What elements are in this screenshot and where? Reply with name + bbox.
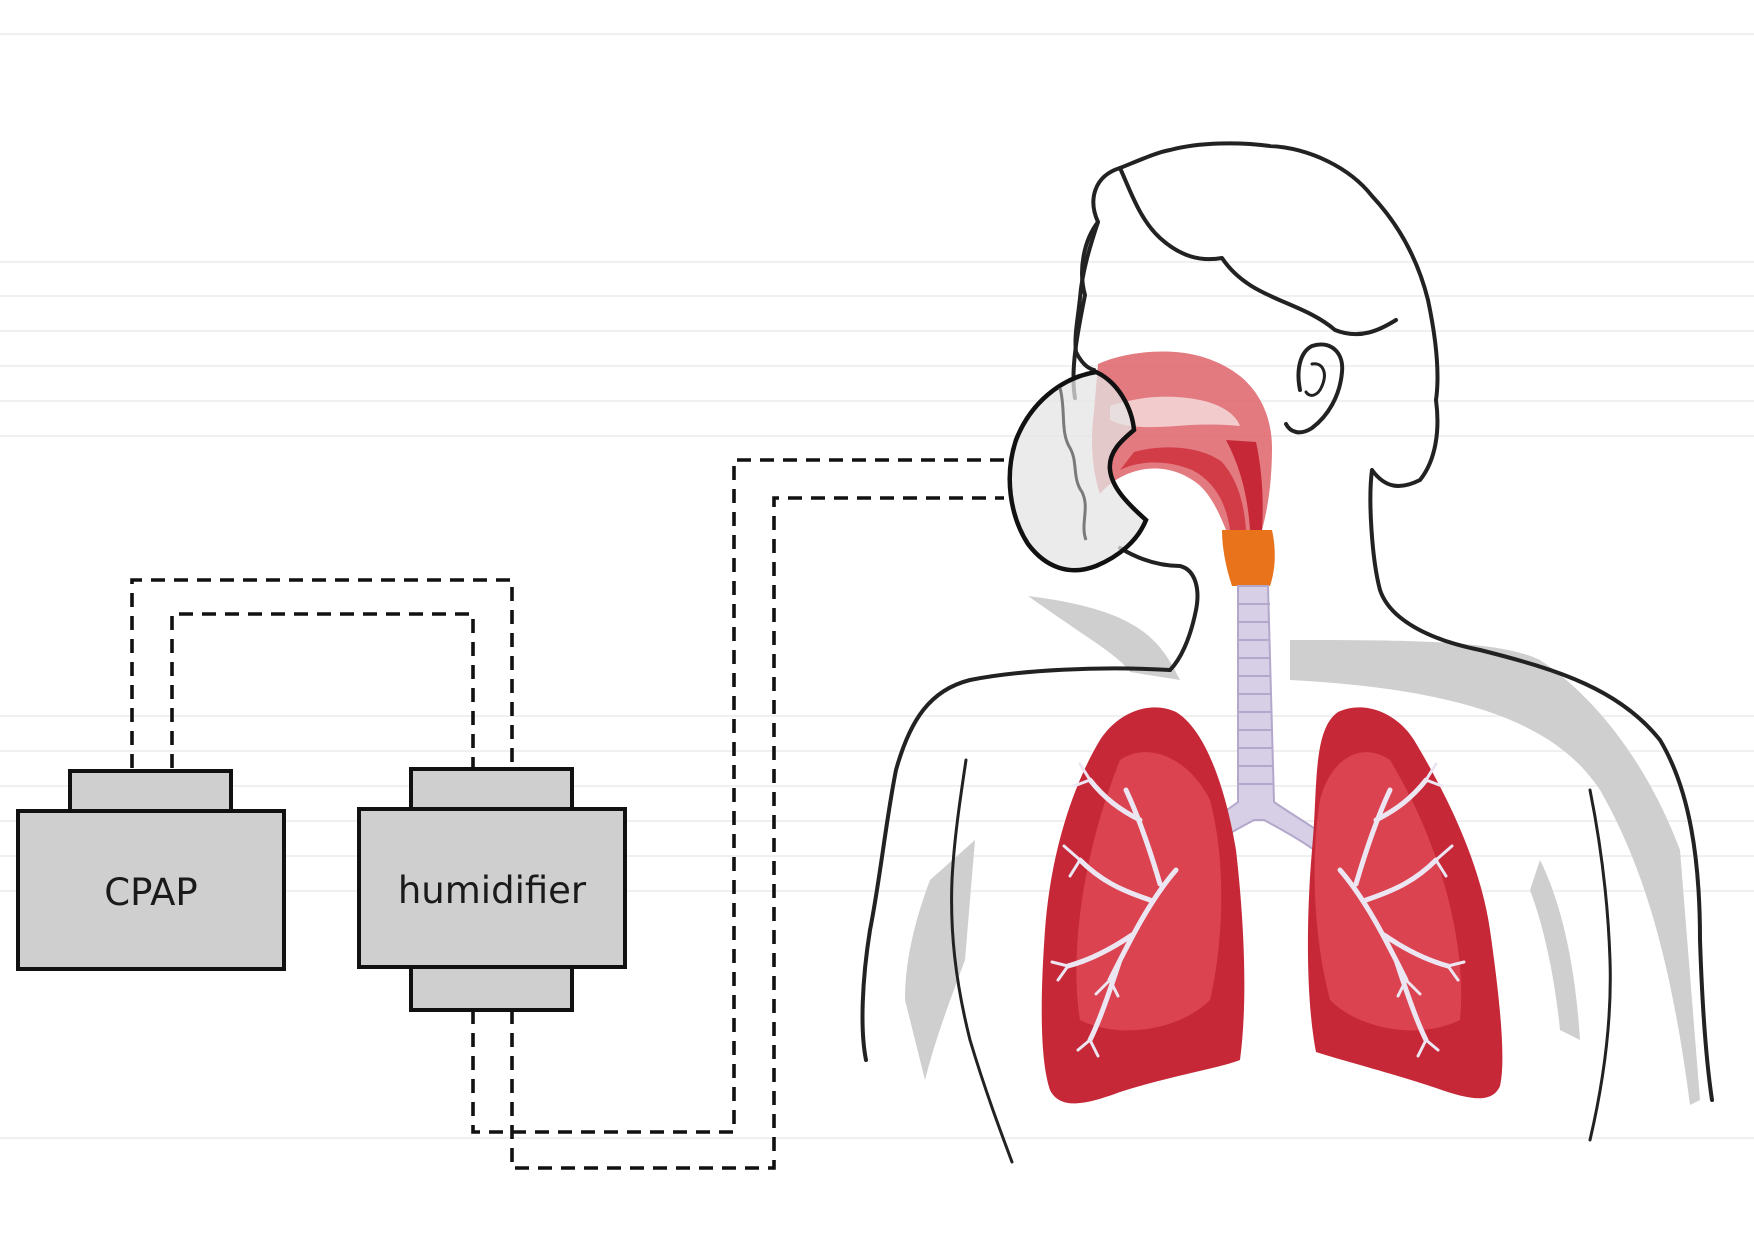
cpap-device-outlet xyxy=(68,769,233,813)
humidifier-inlet xyxy=(409,767,574,811)
lungs-icon xyxy=(1041,707,1503,1104)
face-mask-icon xyxy=(1007,369,1149,573)
cpap-label: CPAP xyxy=(104,871,197,914)
hairline xyxy=(1118,166,1398,337)
tube-cpap-to-humidifier xyxy=(130,578,514,768)
cpap-device-body xyxy=(16,809,286,971)
larynx xyxy=(1222,530,1275,586)
tube-humidifier-to-mask xyxy=(471,458,1012,1170)
human-figure-icon xyxy=(860,141,1714,1164)
torso-outline xyxy=(860,666,1172,1062)
humidifier-label: humidifier xyxy=(398,869,587,912)
mask-shell xyxy=(1007,369,1149,573)
humidifier-device: humidifier xyxy=(357,767,627,1012)
torso-shading xyxy=(1028,596,1180,680)
ear xyxy=(1284,342,1345,435)
cpap-device: CPAP xyxy=(16,769,286,971)
humidifier-body xyxy=(357,807,627,969)
humidifier-outlet xyxy=(409,965,574,1012)
throat xyxy=(1226,440,1263,530)
face-profile xyxy=(1073,220,1100,372)
